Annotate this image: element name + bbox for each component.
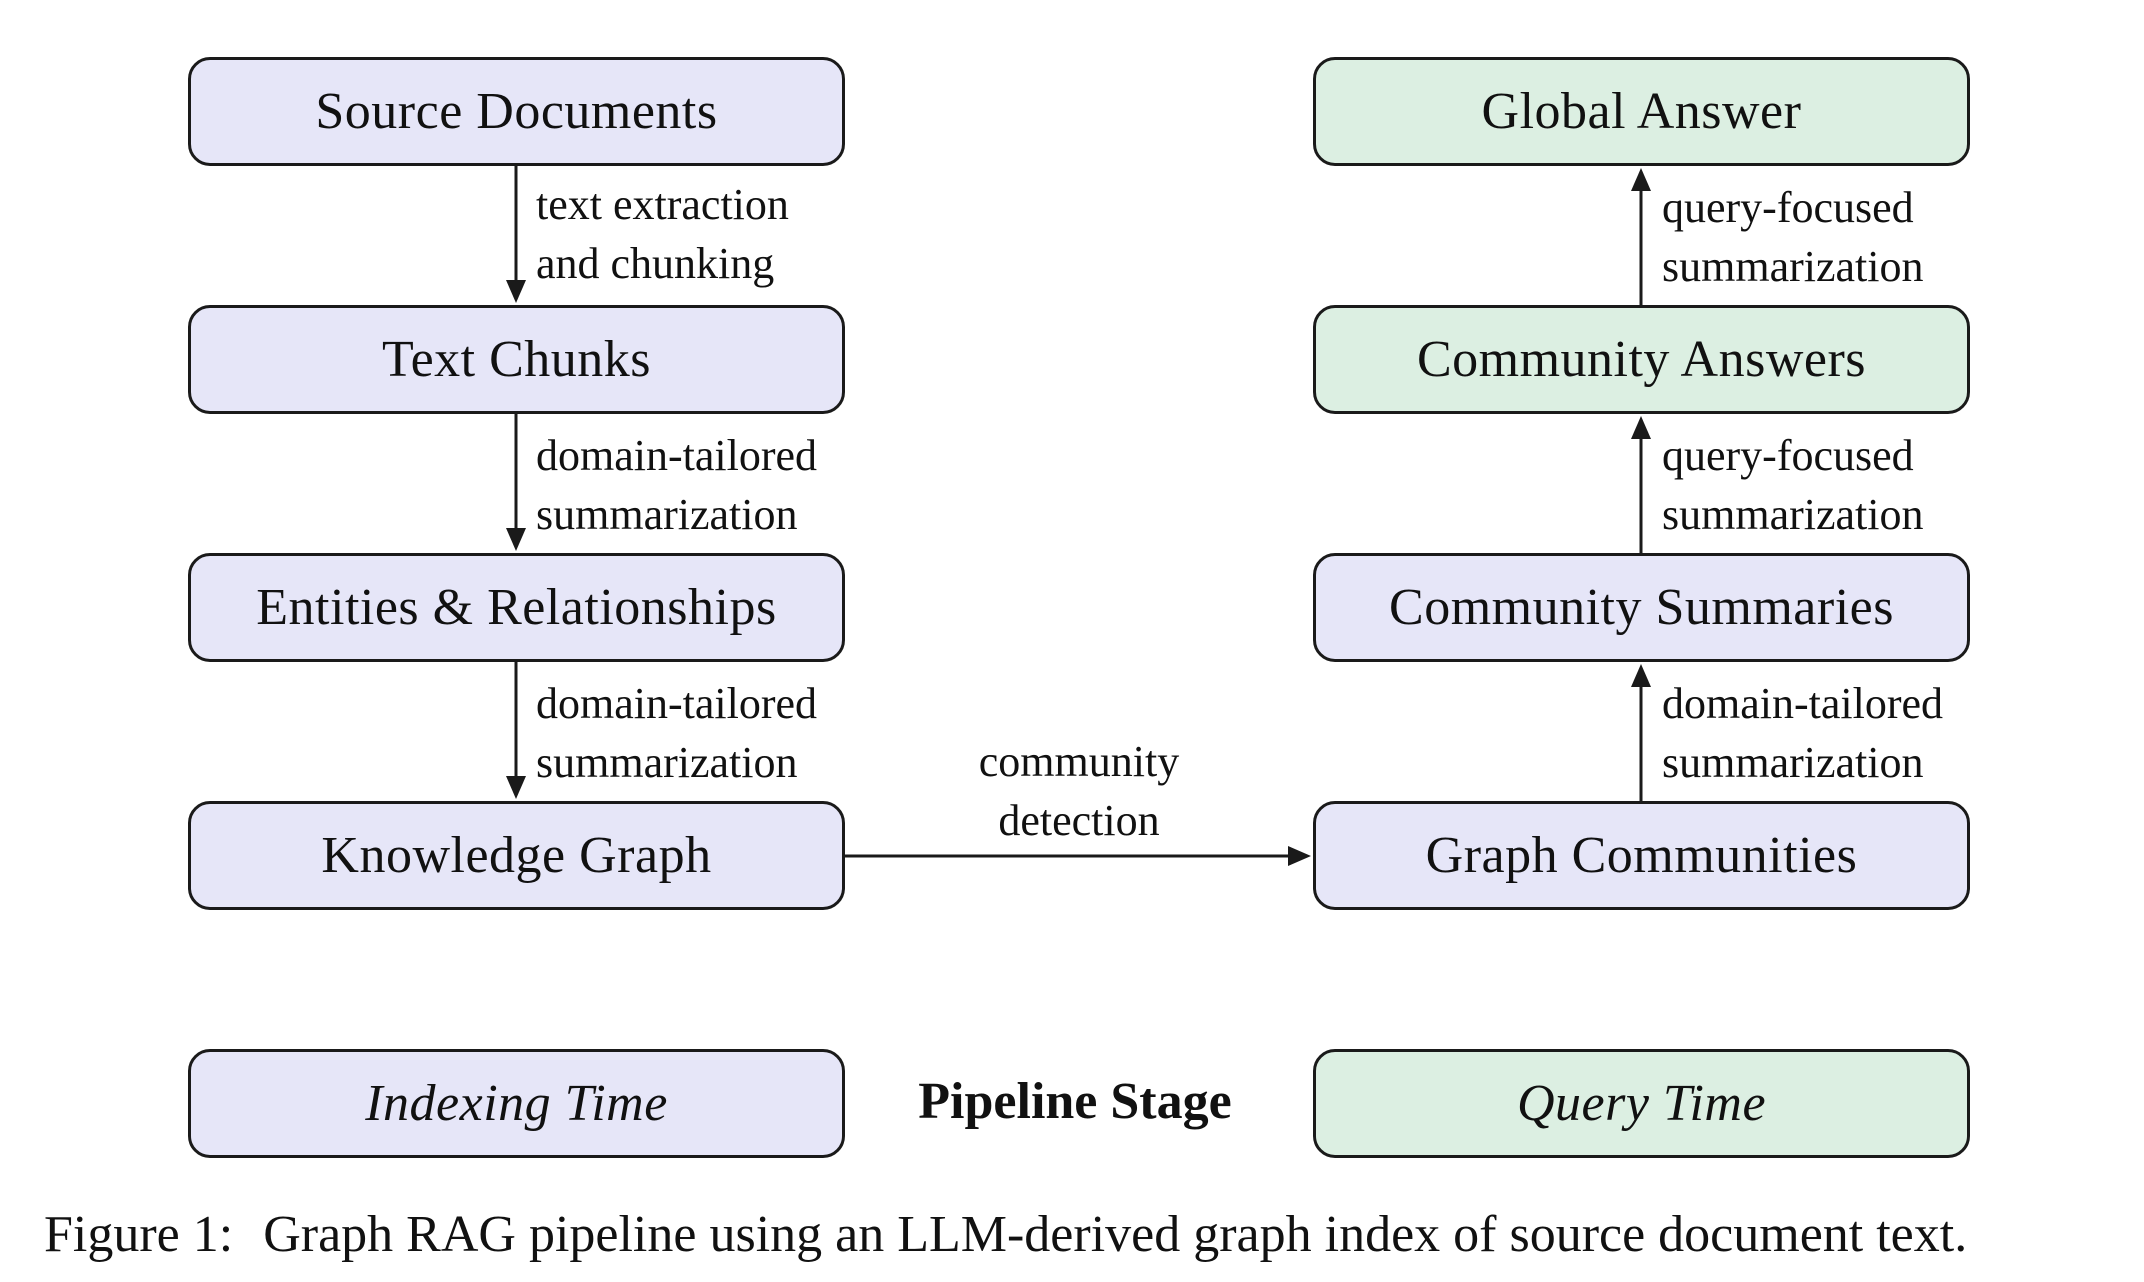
node-label: Global Answer bbox=[1481, 83, 1802, 140]
edge-label-line: summarization bbox=[1662, 242, 1924, 291]
edge-label-line: query-focused bbox=[1662, 431, 1914, 480]
edge-label-line: domain-tailored bbox=[536, 431, 818, 480]
node-label: Source Documents bbox=[315, 83, 718, 140]
arrow-docs-to-chunks bbox=[506, 166, 526, 303]
figure-caption: Figure 1: Graph RAG pipeline using an LLM… bbox=[44, 1205, 1967, 1264]
arrow-chunks-to-entities bbox=[506, 414, 526, 551]
edge-label-line: text extraction bbox=[536, 180, 789, 229]
edge-label-answers-to-global: query-focused summarization bbox=[1662, 178, 1924, 296]
arrow-answers-to-global bbox=[1631, 168, 1651, 305]
edge-label-line: domain-tailored bbox=[1662, 679, 1944, 728]
edge-label-line: community bbox=[978, 737, 1180, 786]
arrow-entities-to-graph bbox=[506, 662, 526, 799]
legend-label: Query Time bbox=[1516, 1075, 1767, 1132]
node-label: Community Summaries bbox=[1389, 579, 1894, 636]
legend-indexing-time: Indexing Time bbox=[188, 1049, 845, 1158]
edge-label-entities-to-graph: domain-tailored summarization bbox=[536, 674, 817, 792]
node-community-summaries: Community Summaries bbox=[1313, 553, 1970, 662]
edge-label-line: summarization bbox=[536, 738, 798, 787]
edge-label-graph-to-communities: community detection bbox=[900, 732, 1258, 850]
node-label: Community Answers bbox=[1416, 331, 1867, 388]
node-global-answer: Global Answer bbox=[1313, 57, 1970, 166]
node-label: Graph Communities bbox=[1425, 827, 1858, 884]
node-source-documents: Source Documents bbox=[188, 57, 845, 166]
legend-label: Indexing Time bbox=[365, 1075, 668, 1132]
caption-text: Graph RAG pipeline using an LLM-derived … bbox=[263, 1206, 1968, 1263]
legend-query-time: Query Time bbox=[1313, 1049, 1970, 1158]
edge-label-docs-to-chunks: text extraction and chunking bbox=[536, 175, 789, 293]
edge-label-communities-to-summaries: domain-tailored summarization bbox=[1662, 674, 1943, 792]
caption-label: Figure 1: bbox=[44, 1206, 234, 1263]
node-entities-relationships: Entities & Relationships bbox=[188, 553, 845, 662]
arrow-communities-to-summaries bbox=[1631, 664, 1651, 801]
edge-label-line: summarization bbox=[1662, 490, 1924, 539]
node-label: Knowledge Graph bbox=[321, 827, 712, 884]
edge-label-line: detection bbox=[998, 796, 1160, 845]
edge-label-line: domain-tailored bbox=[536, 679, 818, 728]
node-label: Entities & Relationships bbox=[256, 579, 777, 636]
edge-label-line: and chunking bbox=[536, 239, 775, 288]
arrow-summaries-to-answers bbox=[1631, 416, 1651, 553]
edge-label-line: summarization bbox=[1662, 738, 1924, 787]
edge-label-line: summarization bbox=[536, 490, 798, 539]
node-graph-communities: Graph Communities bbox=[1313, 801, 1970, 910]
node-label: Text Chunks bbox=[381, 331, 652, 388]
edge-label-summaries-to-answers: query-focused summarization bbox=[1662, 426, 1924, 544]
edge-label-line: query-focused bbox=[1662, 183, 1914, 232]
node-text-chunks: Text Chunks bbox=[188, 305, 845, 414]
edge-label-chunks-to-entities: domain-tailored summarization bbox=[536, 426, 817, 544]
node-knowledge-graph: Knowledge Graph bbox=[188, 801, 845, 910]
legend-pipeline-stage: Pipeline Stage bbox=[918, 1073, 1232, 1130]
node-community-answers: Community Answers bbox=[1313, 305, 1970, 414]
arrow-graph-to-communities bbox=[845, 846, 1311, 866]
